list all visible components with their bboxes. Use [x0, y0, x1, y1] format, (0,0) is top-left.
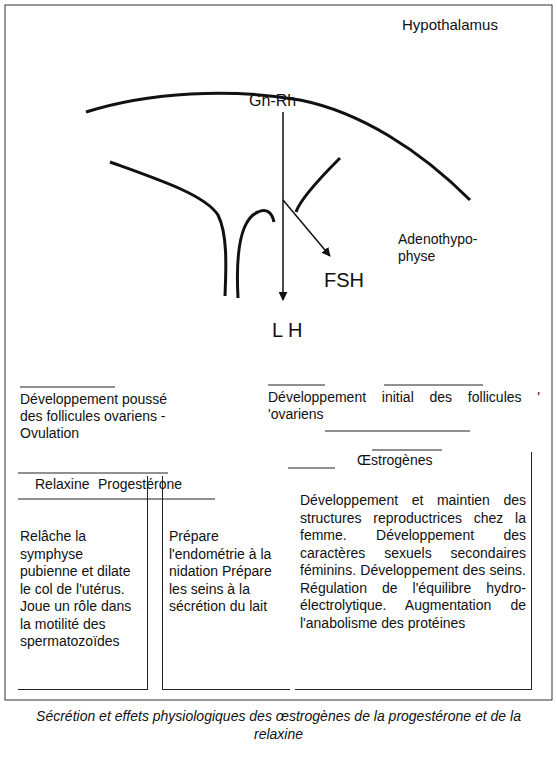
part-label: Hypothalamus	[402, 16, 542, 34]
hypothalamus-outline	[86, 93, 470, 200]
hormone-arrow	[282, 112, 284, 300]
part-label: L H	[272, 318, 322, 342]
part-label: Gn-Rh	[249, 91, 309, 110]
stalk-outline	[296, 158, 340, 212]
effect-box: RelaxineRelâche la symphyse pubienne et …	[18, 476, 148, 690]
effect-label: Développement initial des follicules ' '…	[268, 389, 540, 423]
adenohypophysis-outline	[237, 210, 274, 298]
hormone-name: Progestérone	[98, 476, 182, 493]
frame	[5, 5, 552, 700]
effect-text: Développement et maintien des structures…	[295, 492, 532, 638]
effect-box: ProgestéronePrépare l'endométrie à la ni…	[162, 476, 290, 690]
effect-text: Relâche la symphyse pubienne et dilate l…	[18, 528, 148, 657]
stalk-outline	[110, 162, 226, 296]
hormone-arrow	[283, 200, 330, 256]
hormone-name: Relaxine	[35, 476, 89, 493]
figure-caption: Sécrétion et effets physiologiques des œ…	[10, 707, 547, 743]
effect-box: ŒstrogènesDéveloppement et maintien des …	[295, 452, 532, 690]
hormone-name: Œstrogènes	[357, 452, 432, 469]
effect-label: Développement poussé des follicules ovar…	[20, 391, 180, 441]
effect-text: Prépare l'endométrie à la nidation Prépa…	[163, 528, 291, 622]
part-label: Adenothypo- physe	[398, 231, 490, 265]
part-label: FSH	[324, 268, 374, 292]
